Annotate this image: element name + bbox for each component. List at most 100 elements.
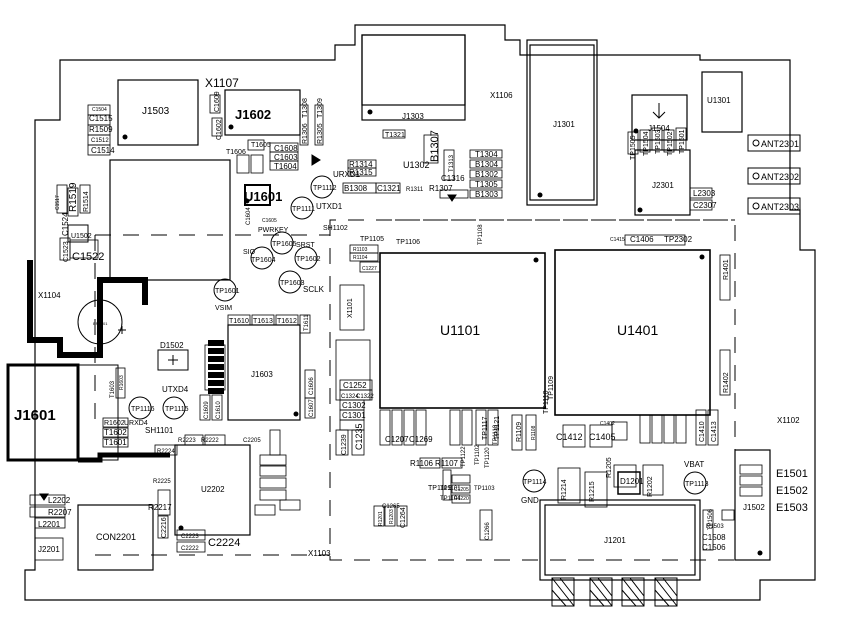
label-j1504: J1504 [648, 124, 670, 133]
label-tp1117: TP1117 [482, 416, 489, 440]
label-t1304: T1304 [475, 150, 498, 159]
label-tp1121: TP1121 [494, 416, 501, 440]
label-tp1109: TP1109 [548, 376, 555, 400]
label-tp1113: TP1113 [685, 481, 709, 488]
test-points [77, 175, 707, 495]
small-parts [29, 94, 763, 561]
label-r1108: R1108 [531, 425, 537, 440]
label-c2223: C2223 [181, 534, 199, 540]
tp1604-circle [250, 246, 274, 270]
label-t1321: T1321 [385, 132, 405, 139]
label-j1602: J1602 [235, 107, 271, 122]
label-utxd1: UTXD1 [316, 202, 343, 211]
label-tp1116: TP1116 [131, 406, 155, 413]
label-t1606: T1606 [226, 149, 246, 156]
label-gnd: GND [521, 496, 539, 505]
label-tp1118: TP1118 [493, 424, 499, 445]
label-ant2303: ANT2303 [761, 202, 799, 212]
tp1114-circle [522, 469, 546, 493]
label-bat: BR1201 [93, 321, 108, 326]
pin1-markers [122, 109, 763, 556]
label-r1104: R1104 [353, 255, 368, 261]
label-c1508: C1508 [702, 533, 726, 542]
label-r1519: R1519 [68, 182, 79, 212]
label-r1311: R1311 [406, 187, 424, 193]
label-t1611: T1611 [304, 314, 310, 331]
label-u1101: U1101 [440, 322, 480, 338]
label-c1504: C1504 [92, 107, 107, 113]
label-c1609b: C1609 [204, 401, 210, 419]
label-c1607: C1607 [309, 399, 315, 417]
j1303-body [361, 34, 466, 121]
label-c1265: C1265 [382, 504, 400, 510]
label-c1302: C1302 [342, 401, 366, 410]
label-ant2302: ANT2302 [761, 172, 799, 182]
label-r1503: R1503 [706, 524, 724, 530]
label-l2201: L2201 [38, 520, 61, 529]
label-l2303: L2303 [693, 189, 716, 198]
label-t1604: T1604 [274, 162, 297, 171]
label-tp1103: TP1103 [474, 486, 495, 492]
label-c2224: C2224 [208, 537, 240, 549]
u1601-body [244, 184, 271, 206]
label-x1103: X1103 [308, 549, 331, 558]
label-c1406: C1406 [630, 235, 654, 244]
label-utxd4: UTXD4 [162, 385, 189, 394]
label-c1239: C1239 [341, 434, 348, 455]
label-d1201: D1201 [620, 477, 644, 486]
shield-sh1101 [94, 234, 330, 556]
label-j1601: J1601 [14, 407, 56, 424]
label-u1302: U1302 [403, 160, 430, 170]
j1201-body [539, 499, 701, 581]
label-t1610: T1610 [229, 318, 249, 325]
label-c1402: C1402 [600, 421, 615, 427]
label-j2301: J2301 [652, 181, 674, 190]
label-sio: SIO [243, 249, 256, 256]
label-c1264: C1264 [400, 507, 407, 528]
label-c1321: C1321 [377, 184, 401, 193]
label-tp1602: TP1602 [296, 256, 321, 263]
tp1115-circle [162, 396, 186, 420]
label-t1308: T1308 [302, 98, 309, 118]
label-r1109: R1109 [516, 422, 523, 442]
label-r2222: R2222 [201, 438, 219, 444]
label-tp1106: TP1106 [396, 239, 420, 246]
label-vbat: VBAT [684, 460, 704, 469]
d1502-body [157, 349, 189, 371]
label-tp1601: TP1601 [215, 288, 240, 295]
label-j1502: J1502 [743, 503, 765, 512]
label-c1603: C1603 [274, 153, 298, 162]
label-c1301: C1301 [342, 411, 366, 420]
label-ant2301: ANT2301 [761, 139, 799, 149]
label-c1610: C1610 [216, 401, 222, 419]
label-srst: SRST [296, 242, 315, 249]
label-r2207: R2207 [48, 508, 72, 517]
label-c1410: C1410 [699, 421, 706, 442]
label-t1605: T1605 [251, 142, 271, 149]
label-tp1111: TP1111 [292, 206, 315, 213]
label-c1604: C1604 [246, 207, 252, 225]
label-c1602: C1602 [216, 119, 223, 140]
label-r2224: R2224 [157, 449, 175, 455]
label-tp1506: TP1506 [708, 508, 714, 530]
j1504-body [631, 94, 688, 141]
label-tp1503: TP1503 [655, 129, 662, 154]
label-c1608: C1608 [274, 144, 298, 153]
label-tp1104: TP1104 [440, 496, 461, 502]
label-b1308: B1308 [344, 184, 368, 193]
label-e1502: E1502 [776, 485, 808, 497]
label-c1524: C1524 [61, 212, 70, 236]
label-c1322: C1322 [356, 394, 374, 400]
label-c1517: C1517 [55, 195, 61, 210]
shield-sh1102 [329, 219, 736, 561]
label-r1220: R1220 [454, 496, 469, 502]
j2301-body [634, 149, 691, 216]
label-tp1603: TP1603 [280, 280, 305, 287]
label-tp1114: TP1114 [523, 479, 547, 486]
j1301-body [526, 39, 598, 206]
label-c1415: C1415 [610, 237, 625, 243]
label-r2225: R2225 [153, 479, 171, 485]
label-c1227: C1227 [362, 266, 377, 272]
label-r1306: R1306 [302, 123, 309, 144]
